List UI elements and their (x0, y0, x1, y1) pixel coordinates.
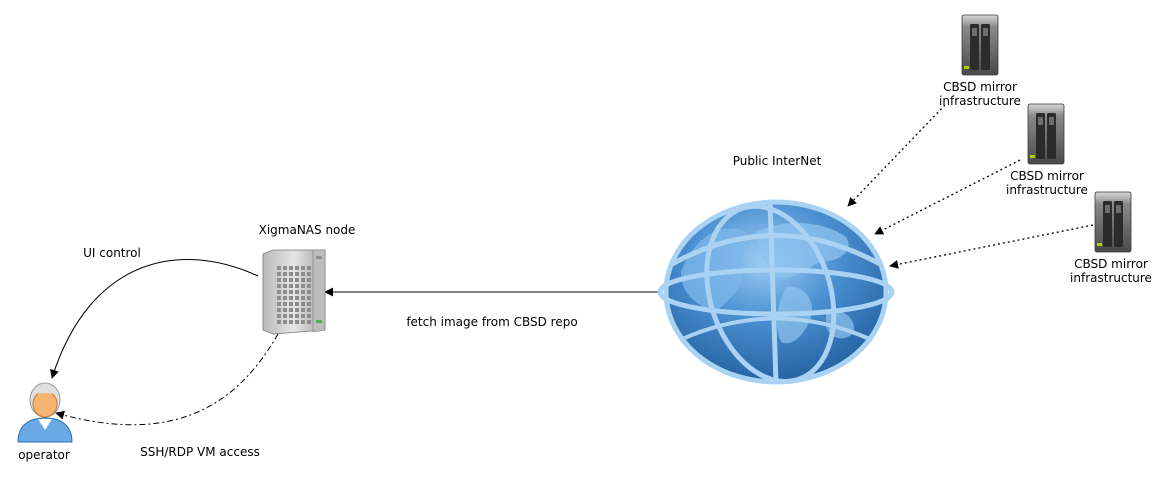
mirror-label: CBSD mirror (1074, 257, 1148, 271)
mirror-label: infrastructure (939, 94, 1021, 108)
operator-label: operator (18, 448, 70, 462)
mirror-label: CBSD mirror (943, 80, 1017, 94)
ui-control-arrow (50, 259, 259, 379)
server-tower-icon (262, 249, 326, 335)
ui-control-label: UI control (83, 246, 141, 260)
mirror-2-arrow (874, 159, 1021, 235)
ssh-rdp-arrow (55, 324, 286, 426)
mirror-1-arrow (847, 104, 946, 207)
fetch-image-label: fetch image from CBSD repo (406, 315, 577, 329)
mirror-3-arrow (889, 224, 1094, 269)
mirror-label: infrastructure (1006, 183, 1088, 197)
user-icon (17, 382, 73, 443)
mirror-label: CBSD mirror (1010, 169, 1084, 183)
ssh-rdp-label: SSH/RDP VM access (140, 445, 260, 459)
globe-icon (657, 199, 895, 385)
public-internet-label: Public InterNet (733, 154, 822, 168)
mirror-label: infrastructure (1070, 271, 1152, 285)
nas-storage-icon (1027, 103, 1065, 165)
nas-storage-icon (1094, 191, 1132, 253)
nas-storage-icon (961, 14, 999, 76)
xigmanas-node-label: XigmaNAS node (259, 223, 356, 237)
